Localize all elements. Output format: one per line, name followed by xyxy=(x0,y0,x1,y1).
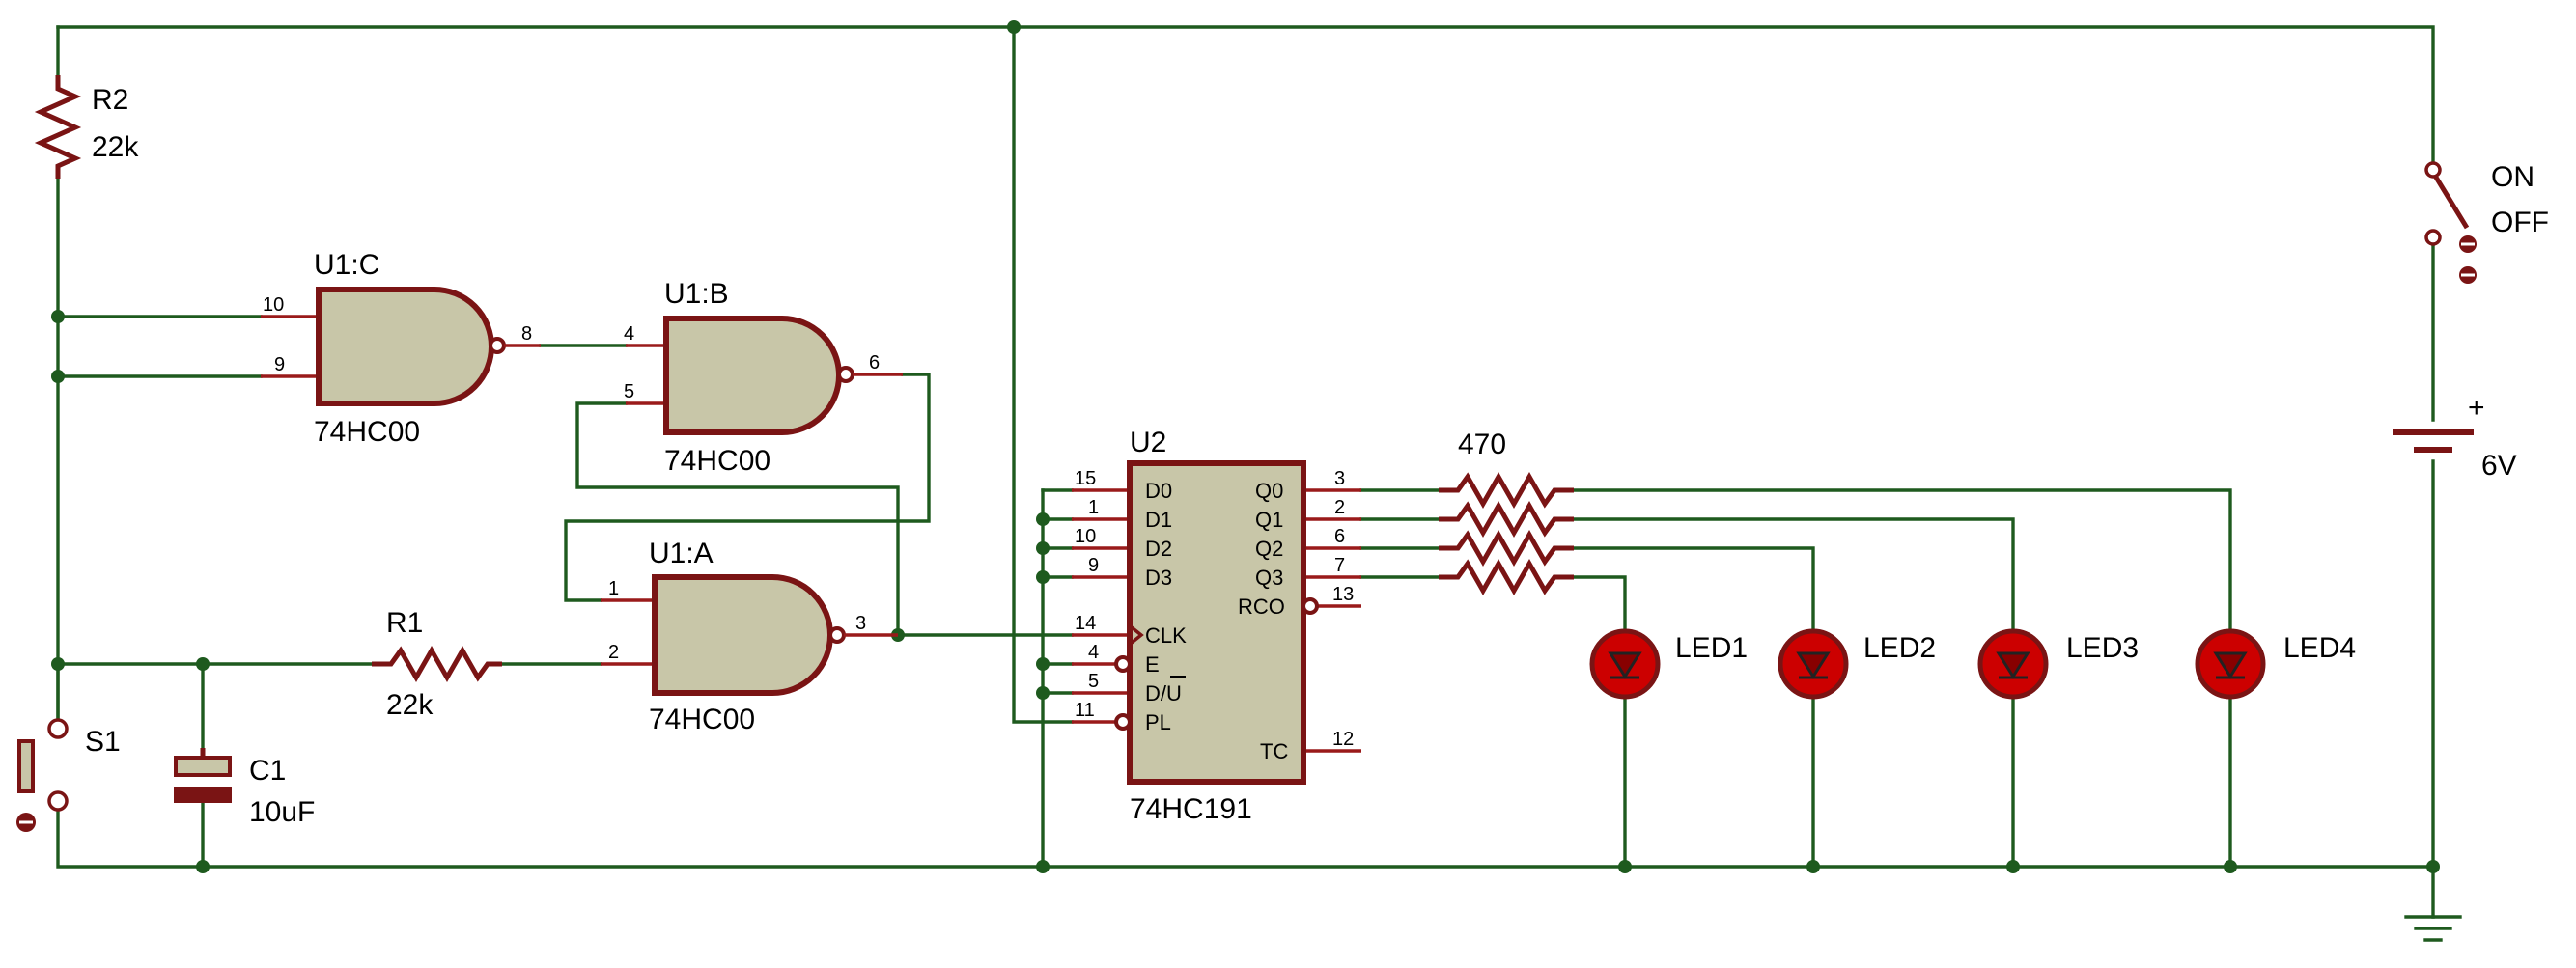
switch-off-label: OFF xyxy=(2491,207,2549,238)
s1-ref: S1 xyxy=(85,726,121,758)
r2-ref: R2 xyxy=(92,84,128,116)
battery-value: 6V xyxy=(2481,450,2517,482)
wires xyxy=(56,25,2435,919)
u2-pin-d0-name: D0 xyxy=(1145,479,1172,503)
switch-on-label: ON xyxy=(2491,161,2534,193)
c1-value: 10uF xyxy=(249,796,315,828)
led-2: LED2 xyxy=(1778,628,1936,700)
r1-value: 22k xyxy=(386,689,434,721)
u2-pin-e-name: E xyxy=(1145,652,1160,677)
led-1: LED1 xyxy=(1589,628,1748,700)
u2-pin-du-name: D/U xyxy=(1145,681,1182,705)
u2-pin-q1-num: 2 xyxy=(1334,497,1345,518)
u1a-pin-in1: 1 xyxy=(608,578,619,599)
resistor-array-470: 470 xyxy=(1439,429,1574,596)
u2-pin-q3-num: 7 xyxy=(1334,555,1345,576)
u2-pin-pl-name: PL xyxy=(1145,710,1171,734)
u2-pin-tc-name: TC xyxy=(1260,739,1288,763)
r2-value: 22k xyxy=(92,131,139,163)
battery-plus: + xyxy=(2468,392,2485,424)
u2-pin-d0-num: 15 xyxy=(1075,468,1096,489)
u1c-part: 74HC00 xyxy=(314,416,420,448)
resistor-array-value: 470 xyxy=(1458,429,1506,460)
u2-part: 74HC191 xyxy=(1130,793,1252,825)
pushbutton-s1: S1 xyxy=(16,662,121,832)
u2-pin-q2-name: Q2 xyxy=(1255,537,1283,561)
u2-pin-d2-name: D2 xyxy=(1145,537,1172,561)
led-3: LED3 xyxy=(1977,628,2139,700)
u2-pin-rco-name: RCO xyxy=(1238,595,1285,619)
u2-pin-d3-num: 9 xyxy=(1088,555,1099,576)
u2-ref: U2 xyxy=(1130,427,1166,458)
ground-symbol xyxy=(2404,915,2462,942)
u2-pin-d1-name: D1 xyxy=(1145,508,1172,532)
led1-label: LED1 xyxy=(1675,632,1748,664)
u2-pin-q3-name: Q3 xyxy=(1255,566,1283,590)
resistor-r1: R1 22k xyxy=(372,607,502,721)
nand-gate-u1b: 4 5 6 U1:B 74HC00 xyxy=(624,278,903,477)
u2-pin-clk-name: CLK xyxy=(1145,623,1187,648)
counter-ic-u2: 15 1 10 9 14 4 5 11 D0 D1 D2 D3 CLK E D/… xyxy=(1072,427,1361,825)
u2-pin-q0-num: 3 xyxy=(1334,468,1345,489)
junctions xyxy=(51,20,2440,873)
power-switch: ON OFF xyxy=(2424,161,2549,284)
u2-pin-d2-num: 10 xyxy=(1075,526,1096,547)
u1b-ref: U1:B xyxy=(664,278,729,310)
led-4: LED4 xyxy=(2195,628,2356,700)
capacitor-c1: C1 10uF xyxy=(174,748,315,828)
u1a-ref: U1:A xyxy=(649,538,714,569)
u1b-pin-in1: 4 xyxy=(624,323,634,345)
battery-6v: + 6V xyxy=(2393,392,2517,482)
u2-pin-q1-name: Q1 xyxy=(1255,508,1283,532)
nand-gate-u1a: 1 2 3 U1:A 74HC00 xyxy=(601,538,898,735)
c1-ref: C1 xyxy=(249,755,286,787)
r1-ref: R1 xyxy=(386,607,423,639)
u2-pin-e-num: 4 xyxy=(1088,642,1099,663)
u1c-pin-in2: 9 xyxy=(274,354,285,375)
u1a-part: 74HC00 xyxy=(649,704,755,735)
u1b-pin-out: 6 xyxy=(869,352,880,373)
u2-pin-d3-name: D3 xyxy=(1145,566,1172,590)
u2-pin-du-num: 5 xyxy=(1088,671,1099,692)
u1a-pin-out: 3 xyxy=(855,613,866,634)
nand-gate-u1c: 10 9 8 U1:C 74HC00 xyxy=(261,249,541,448)
u1c-pin-out: 8 xyxy=(521,323,532,345)
u2-pin-rco-num: 13 xyxy=(1332,584,1354,605)
u1b-pin-in2: 5 xyxy=(624,381,634,402)
u2-pin-q2-num: 6 xyxy=(1334,526,1345,547)
led2-label: LED2 xyxy=(1863,632,1936,664)
u1b-part: 74HC00 xyxy=(664,445,770,477)
u2-pin-q0-name: Q0 xyxy=(1255,479,1283,503)
u2-pin-tc-num: 12 xyxy=(1332,729,1354,750)
u2-pin-clk-num: 14 xyxy=(1075,613,1096,634)
u2-pin-pl-num: 11 xyxy=(1075,700,1095,721)
led3-label: LED3 xyxy=(2066,632,2139,664)
led4-label: LED4 xyxy=(2283,632,2356,664)
u1a-pin-in2: 2 xyxy=(608,642,619,663)
resistor-r2: R2 22k xyxy=(34,75,139,179)
u1c-ref: U1:C xyxy=(314,249,379,281)
u2-pin-d1-num: 1 xyxy=(1088,497,1099,518)
u1c-pin-in1: 10 xyxy=(263,294,284,316)
